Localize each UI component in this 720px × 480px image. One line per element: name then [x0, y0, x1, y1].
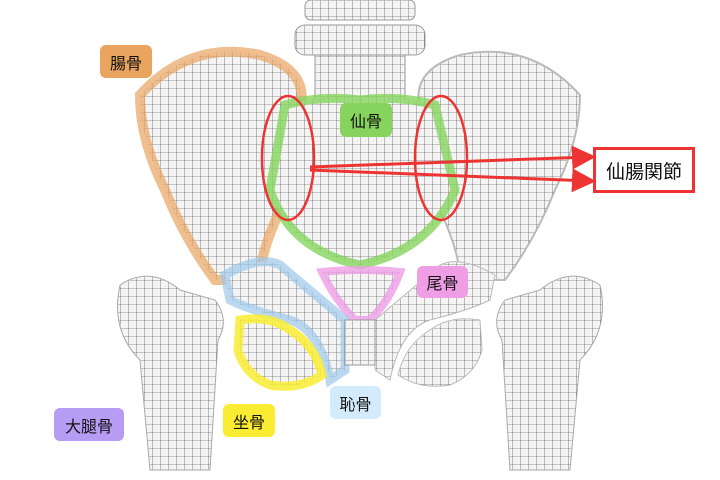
arrow-lower: [309, 168, 596, 193]
label-ilium: 腸骨: [100, 45, 152, 78]
coccyx: [316, 266, 406, 324]
label-sacrum: 仙骨: [340, 103, 392, 137]
pubic-symphysis: [344, 319, 376, 366]
left-ischium: [233, 314, 328, 391]
left-ilium: [134, 46, 307, 285]
right-ischium: [397, 318, 483, 387]
label-ischium: 坐骨: [223, 404, 275, 437]
label-coccyx: 尾骨: [417, 266, 468, 298]
left-sacroiliac-highlight: [260, 94, 316, 222]
arrow-upper: [309, 145, 596, 170]
label-sacroiliac-joint: 仙腸関節: [593, 147, 695, 193]
lumbar-spine: [294, 0, 426, 101]
label-pubis: 恥骨: [330, 386, 381, 419]
sacrum: [265, 93, 460, 270]
left-pubis: [219, 257, 350, 388]
right-femur: [496, 275, 603, 471]
left-femur: [117, 275, 224, 471]
label-femur: 大腿骨: [54, 408, 124, 441]
right-sacroiliac-highlight: [413, 94, 469, 222]
